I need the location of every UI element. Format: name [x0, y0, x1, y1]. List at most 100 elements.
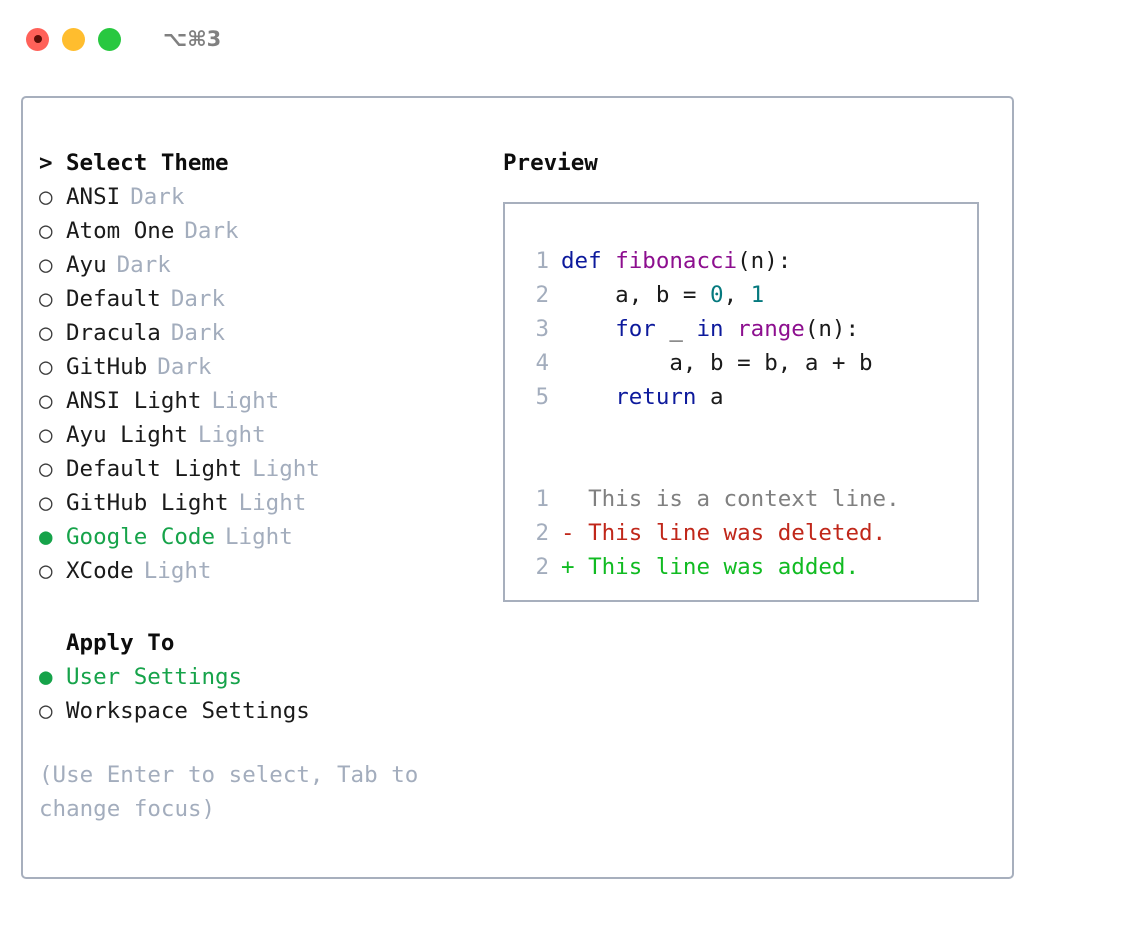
close-button-icon[interactable]	[26, 27, 49, 51]
code-token: a	[696, 384, 724, 410]
theme-name: ANSI	[66, 184, 121, 210]
apply-to-option-workspace-settings[interactable]: ○ Workspace Settings	[39, 694, 479, 728]
radio-icon[interactable]: ○	[39, 184, 53, 210]
theme-selector-column: > Select Theme ○ ANSI Dark ○ Atom One Da…	[39, 146, 479, 826]
theme-option-ansi-light[interactable]: ○ ANSI Light Light	[39, 384, 479, 418]
theme-option-ayu-light[interactable]: ○ Ayu Light Light	[39, 418, 479, 452]
diff-text: This line was added.	[574, 554, 860, 580]
code-token: (n):	[737, 248, 792, 274]
line-number: 4	[535, 350, 549, 376]
minimize-button-icon[interactable]	[62, 27, 85, 51]
theme-name: XCode	[66, 558, 134, 584]
keyboard-hint-text: (Use Enter to select, Tab to change focu…	[39, 762, 432, 822]
code-token: 0	[710, 282, 724, 308]
radio-icon[interactable]: ○	[39, 320, 53, 346]
theme-option-atom-one[interactable]: ○ Atom One Dark	[39, 214, 479, 248]
theme-category-tag: Dark	[116, 252, 171, 278]
code-token: in	[696, 316, 724, 342]
code-content: a, b = b, a + b	[561, 346, 873, 380]
code-token: fibonacci	[615, 248, 738, 274]
radio-icon[interactable]: ○	[39, 218, 53, 244]
theme-name: Ayu	[66, 252, 107, 278]
apply-to-header: Apply To	[39, 626, 479, 660]
code-token	[724, 316, 738, 342]
code-token	[561, 316, 615, 342]
theme-option-ayu[interactable]: ○ Ayu Dark	[39, 248, 479, 282]
code-diff-spacer	[521, 414, 977, 448]
theme-name: Ayu Light	[66, 422, 188, 448]
theme-name: Default Light	[66, 456, 243, 482]
code-line: 2 a, b = 0, 1	[521, 278, 977, 312]
diff-sign	[561, 482, 575, 516]
theme-name: GitHub Light	[66, 490, 229, 516]
apply-to-title: Apply To	[66, 630, 175, 656]
preview-title: Preview	[503, 150, 598, 176]
code-token	[561, 384, 615, 410]
theme-option-default[interactable]: ○ Default Dark	[39, 282, 479, 316]
maximize-button-icon[interactable]	[98, 27, 121, 51]
code-content: def fibonacci(n):	[561, 244, 791, 278]
radio-icon[interactable]: ○	[39, 490, 53, 516]
theme-category-tag: Light	[225, 524, 293, 550]
diff-text: This is a context line.	[574, 486, 900, 512]
code-token: def	[561, 248, 616, 274]
radio-icon[interactable]: ○	[39, 388, 53, 414]
code-token: return	[615, 384, 697, 410]
radio-icon[interactable]: ○	[39, 558, 53, 584]
line-number: 2	[535, 554, 549, 580]
diff-sign: +	[561, 554, 575, 580]
code-line: 1 def fibonacci(n):	[521, 244, 977, 278]
theme-option-github[interactable]: ○ GitHub Dark	[39, 350, 479, 384]
diff-line-added: 2 + This line was added.	[521, 550, 977, 584]
diff-line-context: 1 This is a context line.	[521, 482, 977, 516]
radio-icon[interactable]: ○	[39, 698, 53, 724]
theme-name: Default	[66, 286, 161, 312]
line-number: 2	[535, 520, 549, 546]
radio-icon[interactable]: ○	[39, 456, 53, 482]
radio-icon[interactable]: ○	[39, 252, 53, 278]
theme-category-tag: Dark	[184, 218, 239, 244]
code-line: 4 a, b = b, a + b	[521, 346, 977, 380]
theme-option-google-code[interactable]: ● Google Code Light	[39, 520, 479, 554]
apply-to-option-label: User Settings	[66, 664, 243, 690]
code-token: a, b =	[561, 282, 711, 308]
radio-icon[interactable]: ○	[39, 286, 53, 312]
select-theme-title: Select Theme	[66, 150, 229, 176]
code-token: (n):	[804, 316, 860, 342]
code-line: 5 return a	[521, 380, 977, 414]
radio-selected-icon[interactable]: ●	[39, 664, 53, 690]
theme-name: Atom One	[66, 218, 175, 244]
radio-icon[interactable]: ○	[39, 422, 53, 448]
code-token: _	[655, 316, 697, 342]
apply-to-option-user-settings[interactable]: ● User Settings	[39, 660, 479, 694]
caret-icon: >	[39, 150, 53, 176]
code-line: 3 for _ in range(n):	[521, 312, 977, 346]
theme-category-tag: Dark	[170, 320, 226, 346]
main-panel: > Select Theme ○ ANSI Dark ○ Atom One Da…	[21, 96, 1014, 879]
traffic-light-group	[26, 27, 121, 51]
hint-spacer	[39, 728, 479, 758]
recording-indicator-icon	[33, 35, 42, 43]
diff-line-deleted: 2 - This line was deleted.	[521, 516, 977, 550]
code-token: a, b = b, a + b	[561, 350, 873, 376]
apply-to-option-label: Workspace Settings	[66, 698, 310, 724]
code-content: return a	[561, 380, 724, 414]
code-token: 1	[750, 282, 765, 308]
theme-option-github-light[interactable]: ○ GitHub Light Light	[39, 486, 479, 520]
code-content: a, b = 0, 1	[561, 278, 764, 312]
theme-category-tag: Light	[211, 388, 280, 414]
theme-category-tag: Light	[197, 422, 266, 448]
keyboard-shortcut-label: ⌥⌘3	[163, 27, 222, 51]
code-token: range	[737, 316, 805, 342]
window-titlebar: ⌥⌘3	[0, 0, 1140, 78]
theme-category-tag: Dark	[130, 184, 185, 210]
theme-option-xcode[interactable]: ○ XCode Light	[39, 554, 479, 588]
theme-option-default-light[interactable]: ○ Default Light Light	[39, 452, 479, 486]
theme-name: Dracula	[66, 320, 161, 346]
theme-option-dracula[interactable]: ○ Dracula Dark	[39, 316, 479, 350]
radio-selected-icon[interactable]: ●	[39, 524, 53, 550]
theme-name: GitHub	[66, 354, 148, 380]
radio-icon[interactable]: ○	[39, 354, 53, 380]
theme-option-ansi[interactable]: ○ ANSI Dark	[39, 180, 479, 214]
line-number: 3	[535, 316, 549, 342]
